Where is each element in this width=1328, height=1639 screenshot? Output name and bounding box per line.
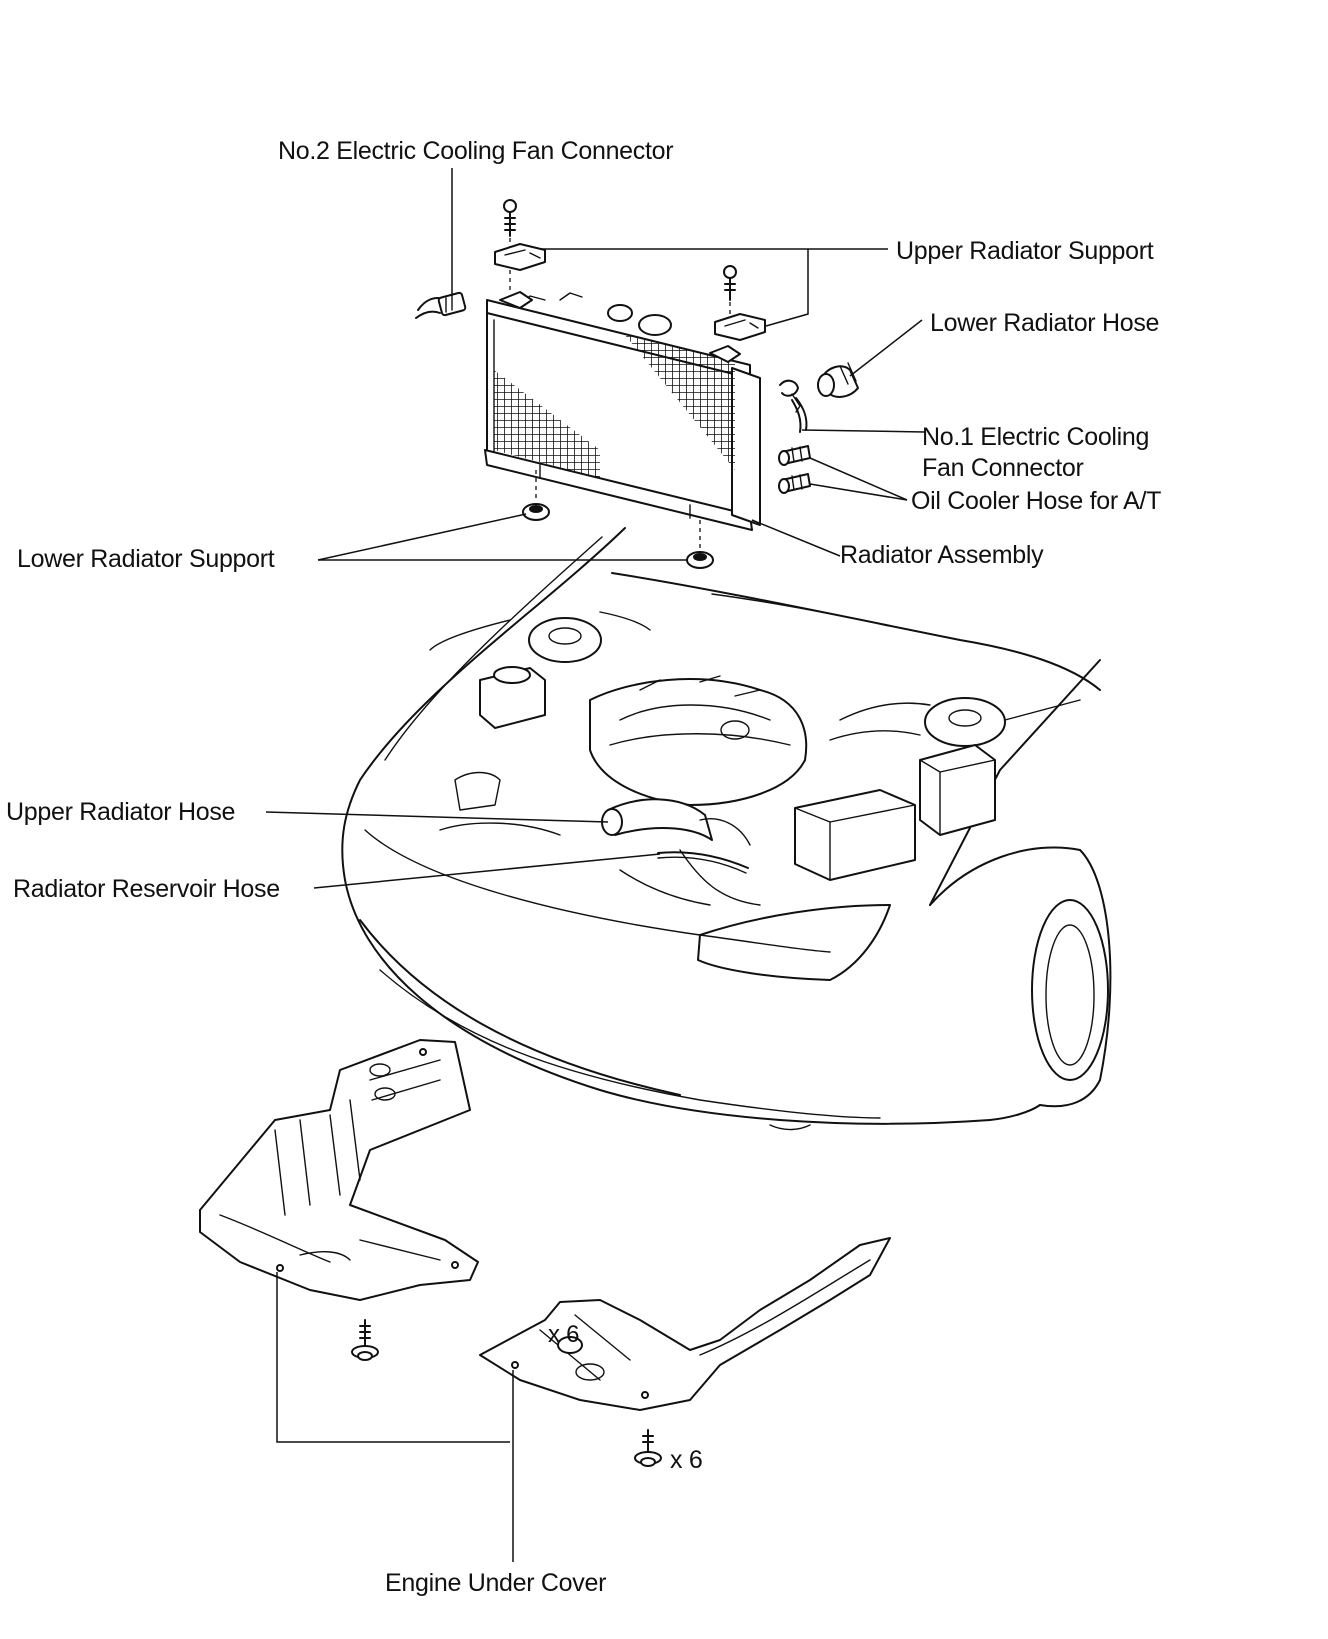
bolt-icon bbox=[634, 1429, 662, 1467]
engine-under-cover-right bbox=[479, 1237, 891, 1411]
label-engine-under-cover: Engine Under Cover bbox=[385, 1569, 607, 1597]
no1-fan-connector bbox=[791, 397, 808, 433]
label-no1-fan-connector-line1: No.1 Electric Cooling bbox=[922, 423, 1150, 451]
label-oil-cooler-hose: Oil Cooler Hose for A/T bbox=[911, 487, 1162, 515]
hose-clamp-icon bbox=[779, 379, 801, 413]
label-bolt-count-on-cover: x 6 bbox=[548, 1321, 580, 1348]
label-no1-fan-connector-line2: Fan Connector bbox=[922, 454, 1084, 482]
radiator-assembly bbox=[484, 291, 761, 531]
label-no2-fan-connector: No.2 Electric Cooling Fan Connector bbox=[278, 137, 674, 165]
label-radiator-assembly: Radiator Assembly bbox=[840, 541, 1044, 569]
bolt-icon bbox=[503, 199, 517, 237]
car-front-outline bbox=[341, 527, 1112, 1131]
bolt-icon bbox=[723, 265, 737, 301]
engine-under-cover-left bbox=[199, 1039, 479, 1301]
label-upper-radiator-support: Upper Radiator Support bbox=[896, 237, 1154, 265]
no2-fan-connector bbox=[415, 291, 467, 319]
label-radiator-reservoir-hose: Radiator Reservoir Hose bbox=[13, 875, 280, 903]
leader-lines bbox=[265, 168, 926, 1562]
label-bolt-count: x 6 bbox=[670, 1446, 703, 1474]
grommet-icon bbox=[522, 470, 550, 521]
upper-radiator-support-left bbox=[494, 199, 546, 290]
oil-cooler-hoses bbox=[778, 445, 811, 494]
engine-bay bbox=[439, 617, 1081, 906]
bolt-icon bbox=[351, 1319, 379, 1361]
upper-radiator-support-right bbox=[714, 265, 766, 341]
label-upper-radiator-hose: Upper Radiator Hose bbox=[6, 798, 236, 826]
lower-radiator-hose bbox=[779, 362, 859, 413]
label-lower-radiator-support: Lower Radiator Support bbox=[17, 545, 275, 573]
grommet-icon bbox=[686, 520, 714, 569]
label-lower-radiator-hose: Lower Radiator Hose bbox=[930, 309, 1160, 337]
